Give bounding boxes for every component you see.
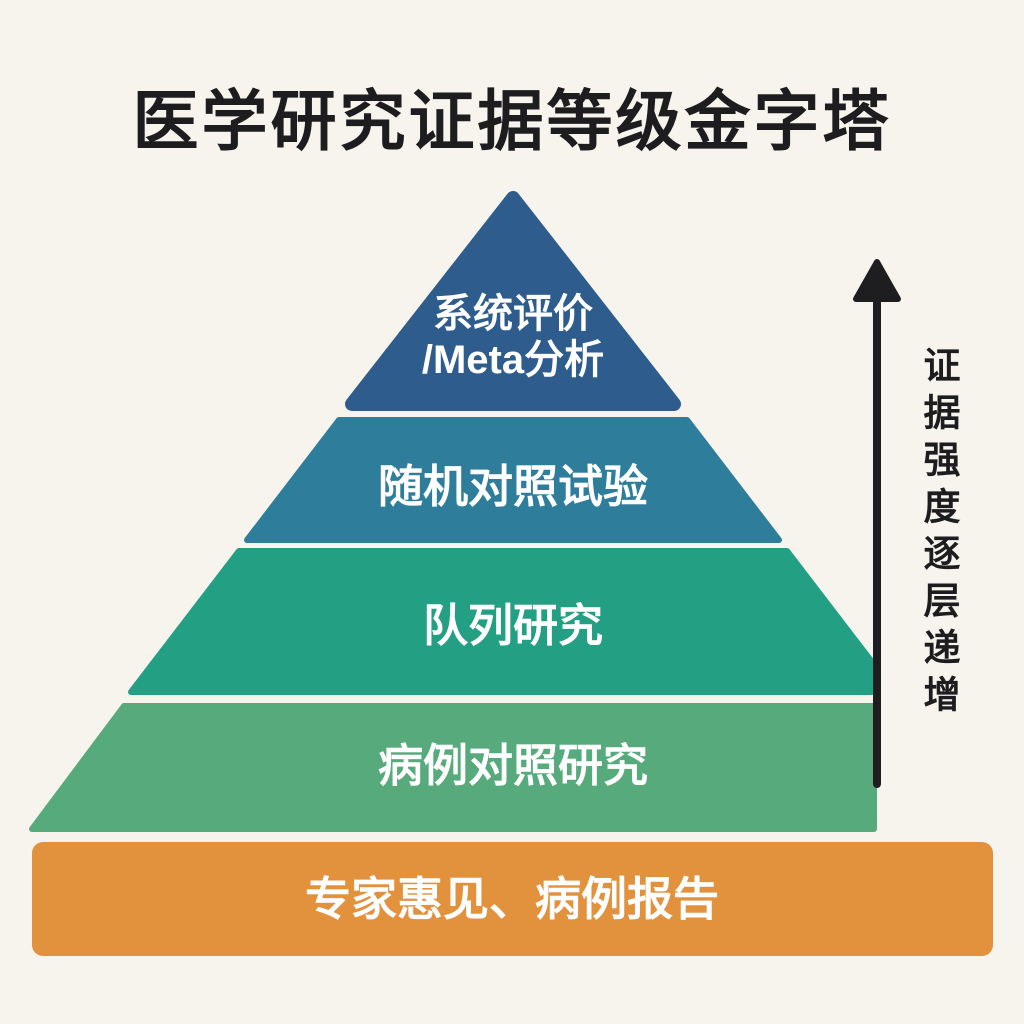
- pyramid-level-3-label: 队列研究: [423, 600, 603, 651]
- pyramid-level-3-outline: [128, 548, 875, 695]
- pyramid-level-1-label-line1: 系统评价: [433, 292, 593, 336]
- evidence-strength-note: 证据强度逐层递增: [918, 346, 959, 722]
- pyramid-level-3-shape: [131, 551, 872, 692]
- pyramid-level-2-label: 随机对照试验: [378, 461, 648, 512]
- pyramid-level-1-label-line2: /Meta分析: [422, 338, 604, 382]
- pyramid-level-2-outline: [244, 417, 782, 543]
- pyramid-base-bar-label: 专家惠见、病例报告: [305, 873, 719, 925]
- pyramid-level-1-outline: [345, 191, 681, 411]
- pyramid-level-2-shape: [247, 420, 779, 540]
- page-title: 医学研究证据等级金字塔: [132, 84, 892, 158]
- pyramid-level-4-label: 病例对照研究: [378, 740, 648, 791]
- up-arrow-head: [856, 262, 898, 299]
- pyramid-level-4-outline: [29, 703, 877, 832]
- up-arrow-icon: [853, 259, 901, 788]
- pyramid-base-bar-shape: [32, 842, 993, 956]
- pyramid-level-4-shape: [32, 706, 874, 829]
- pyramid-level-1-shape: [352, 198, 674, 404]
- up-arrow-head-outline: [853, 259, 901, 302]
